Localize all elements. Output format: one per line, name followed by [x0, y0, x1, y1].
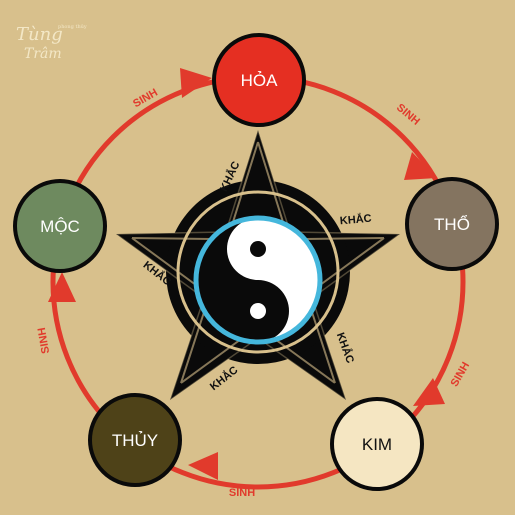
yin-yang-ring — [193, 215, 323, 345]
logo-line1: Tùng — [16, 24, 63, 45]
logo-small: phong thủy — [58, 23, 87, 30]
element-label-kim: KIM — [362, 435, 392, 454]
star-inner-lines — [131, 141, 385, 384]
sinh-arrowheads — [48, 68, 445, 480]
sinh-label-thuy-moc: SINH — [36, 326, 52, 354]
element-label-thuy: THỦY — [112, 431, 158, 450]
yin-yang-icon — [193, 215, 323, 345]
element-node-hoa: HỎA — [212, 33, 306, 127]
element-nodes: HỎA THỔ KIM THỦY MỘC — [13, 33, 499, 491]
element-circle-thuy — [88, 393, 182, 487]
element-label-hoa: HỎA — [241, 71, 279, 90]
element-circle-kim — [330, 397, 424, 491]
sinh-arrow-moc-hoa — [180, 68, 212, 98]
element-node-kim: KIM — [330, 397, 424, 491]
logo-line2: Trâm — [24, 46, 62, 62]
element-label-moc: MỘC — [40, 217, 80, 236]
element-node-thuy: THỦY — [88, 393, 182, 487]
sinh-arrow-hoa-tho — [404, 152, 437, 180]
element-circle-hoa — [212, 33, 306, 127]
sinh-arrow-thuy-moc — [48, 272, 76, 302]
logo: Tùng Trâm phong thủy — [16, 23, 87, 62]
element-label-tho: THỔ — [434, 215, 470, 234]
element-circle-moc — [13, 179, 107, 273]
sinh-arrow-tho-kim — [413, 378, 445, 406]
sinh-label-kim-thuy: SINH — [229, 487, 255, 499]
element-circle-tho — [405, 177, 499, 271]
sinh-arrow-kim-thuy — [188, 452, 218, 480]
element-node-moc: MỘC — [13, 179, 107, 273]
khac-label-right: KHẮC — [339, 212, 372, 228]
element-node-tho: THỔ — [405, 177, 499, 271]
